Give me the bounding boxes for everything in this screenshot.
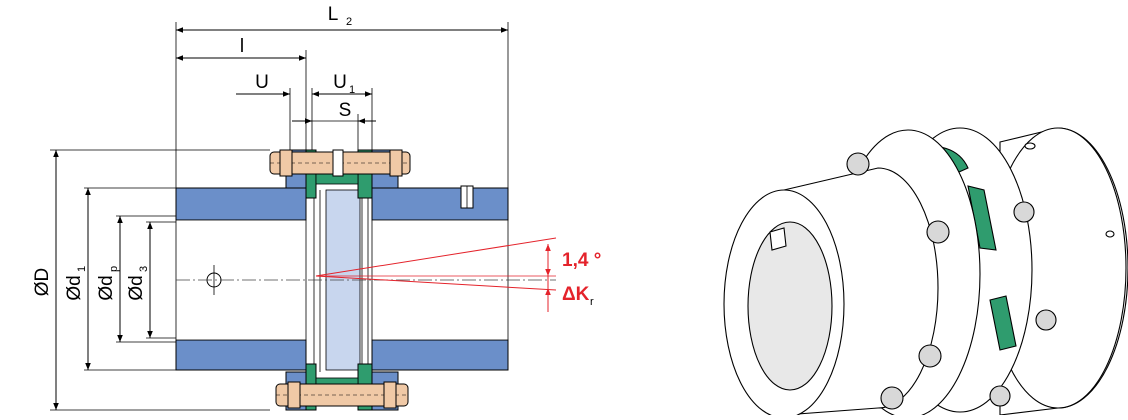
bolt-head-3 (1013, 201, 1035, 223)
label-D: ØD (32, 268, 53, 297)
bolt-head-7 (989, 385, 1011, 407)
left-hub (175, 187, 307, 371)
dim-label-L2: L 2 (328, 4, 352, 28)
bolt-head-2 (926, 220, 950, 244)
label-dp-main: Ød (96, 275, 117, 300)
keyway (769, 227, 787, 251)
label-dp-sub: p (108, 266, 120, 272)
bolt-head-6 (880, 386, 904, 410)
hole-1 (1024, 142, 1036, 150)
section-drawing (175, 149, 556, 411)
label-dKr-sub: r (590, 296, 594, 308)
hub-bore (747, 221, 833, 391)
dimension-lines (50, 22, 509, 411)
label-dKr-main: ΔK (562, 284, 590, 305)
dim-label-d1: Ød 1 (64, 266, 88, 301)
label-S: S (339, 100, 352, 121)
label-d3-sub: 3 (138, 266, 150, 272)
label-angle: 1,4 ° (562, 250, 601, 271)
label-d3-main: Ød (126, 275, 147, 300)
label-d1-sub: 1 (76, 266, 88, 272)
coupling-3d-illustration (723, 127, 1128, 419)
dim-label-U1: U 1 (333, 72, 355, 96)
bolt-head-1 (846, 152, 870, 176)
bolt-bottom (275, 381, 409, 409)
dim-label-dKr: ΔK r (562, 284, 594, 308)
bolt-head-5 (1035, 309, 1057, 331)
label-U1-sub: 1 (349, 84, 355, 96)
label-L2-main: L (328, 4, 339, 25)
misalignment-callout (315, 237, 557, 312)
bolt-top (269, 149, 411, 177)
hole-2 (1105, 230, 1115, 238)
bolt-head-4 (918, 344, 942, 368)
label-U: U (255, 72, 269, 93)
label-l: l (240, 36, 244, 57)
label-L2-sub: 2 (346, 16, 352, 28)
right-hub (371, 185, 509, 371)
bolts-3d (846, 152, 1057, 410)
disc-sliver-2 (989, 295, 1017, 351)
label-U1-main: U (333, 72, 347, 93)
dim-label-dp: Ød p (96, 266, 120, 301)
dim-label-d3: Ød 3 (126, 266, 150, 301)
label-d1-main: Ød (64, 275, 85, 300)
spacer-tube (313, 189, 369, 372)
